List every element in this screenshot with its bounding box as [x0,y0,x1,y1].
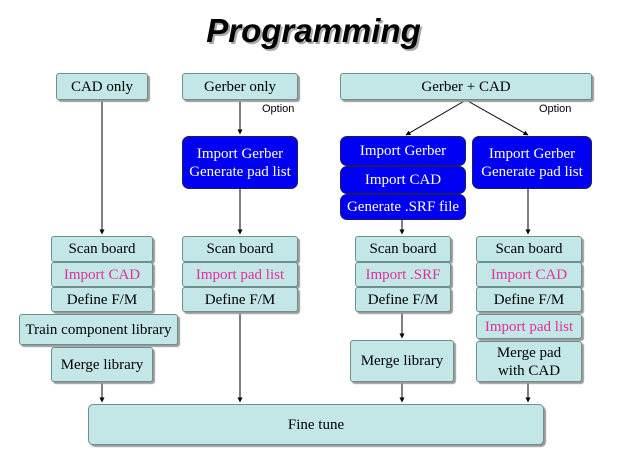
cad-train-library: Train component library [19,314,178,345]
header-gerber-cad: Gerber + CAD [340,73,592,100]
gerber-define-fm: Define F/M [182,287,298,312]
cad-import-cad: Import CAD [51,262,153,287]
option-label-gerber-cad: Option [539,103,572,115]
cad-define-fm: Define F/M [51,287,153,312]
gc-import-cad: Import CAD [340,166,466,194]
header-gerber-only: Gerber only [182,73,298,100]
gc-right-define-fm: Define F/M [476,287,582,312]
gc-left-scan-board: Scan board [355,236,451,262]
generate-pad-list-label: Generate pad list [189,163,291,180]
gerber-import-pad-list: Import pad list [182,262,298,287]
fine-tune-box: Fine tune [88,404,544,445]
cad-merge-library: Merge library [51,347,153,382]
gc-right-merge-pad: Merge pad with CAD [476,341,582,382]
gc-right-scan-board: Scan board [476,236,582,262]
arrow-split-right [465,99,529,136]
gc-generate-srf: Generate .SRF file [340,194,466,220]
merge-pad-line-1: Merge pad [496,344,562,361]
gc-import-gerber: Import Gerber [340,136,466,166]
gc-right-import-pad-list: Import pad list [476,314,582,339]
gc-left-merge-library: Merge library [350,340,454,382]
generate-pad-list-label: Generate pad list [481,163,583,180]
header-cad-only: CAD only [56,73,148,100]
import-gerber-label: Import Gerber [488,145,576,162]
gerber-only-import-box: Import Gerber Generate pad list [182,136,298,189]
cad-scan-board: Scan board [51,236,153,262]
gc-left-import-srf: Import .SRF [355,262,451,287]
merge-pad-line-2: with CAD [497,362,561,379]
gc-left-define-fm: Define F/M [355,287,451,312]
gc-right-import-cad: Import CAD [476,262,582,287]
gc-right-import-box: Import Gerber Generate pad list [472,136,592,189]
option-label-gerber: Option [262,103,295,115]
arrow-split-left [405,99,467,136]
gerber-scan-board: Scan board [182,236,298,262]
page-title: Programming [206,12,421,49]
import-gerber-label: Import Gerber [196,145,284,162]
